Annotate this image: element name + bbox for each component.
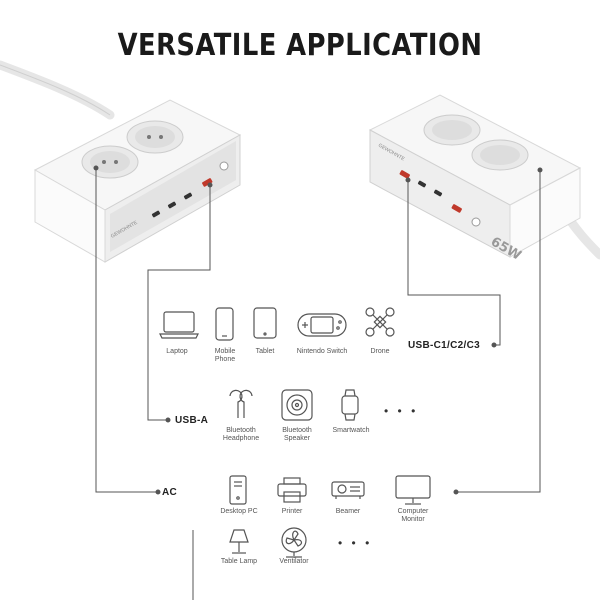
usba-group-label: USB-A xyxy=(175,415,209,426)
laptop-icon xyxy=(159,311,199,339)
beamer-icon xyxy=(331,481,365,499)
table-lamp-icon xyxy=(229,529,249,554)
ventilator-icon xyxy=(281,527,307,558)
ventilator-label: Ventilator xyxy=(279,558,309,565)
tablet-label: Tablet xyxy=(255,348,275,355)
computer-monitor-icon xyxy=(395,475,431,505)
nintendo-switch-icon xyxy=(297,313,347,337)
left-power-strip: GEWOHNTE xyxy=(0,60,242,263)
beamer-label: Beamer xyxy=(335,508,361,515)
laptop-label: Laptop xyxy=(166,348,188,355)
drone-label: Drone xyxy=(370,348,390,355)
desktop-pc-icon xyxy=(229,475,247,505)
usbc-group-label: USB-C1/C2/C3 xyxy=(408,340,480,351)
printer-icon xyxy=(277,477,307,503)
mobile-phone-label: Mobile Phone xyxy=(214,348,236,363)
connector-lines xyxy=(93,165,543,600)
tablet-icon xyxy=(253,307,277,339)
bluetooth-headphone-label: Bluetooth Headphone xyxy=(222,427,260,442)
mobile-phone-icon xyxy=(215,307,234,341)
ac-group-label: AC xyxy=(162,487,178,498)
usba-more-ellipsis: • • • xyxy=(384,404,419,418)
table-lamp-label: Table Lamp xyxy=(220,558,258,565)
bluetooth-speaker-icon xyxy=(281,389,313,421)
drone-icon xyxy=(365,307,395,337)
bluetooth-speaker-label: Bluetooth Speaker xyxy=(282,427,312,442)
desktop-pc-label: Desktop PC xyxy=(220,508,258,515)
page-title: VERSATILE APPLICATION xyxy=(117,28,483,63)
ac-more-ellipsis: • • • xyxy=(338,536,373,550)
nintendo-switch-label: Nintendo Switch xyxy=(296,348,348,355)
computer-monitor-label: Computer Monitor xyxy=(397,508,429,523)
smartwatch-icon xyxy=(341,389,359,421)
right-power-strip: GEWOHNTE 65W xyxy=(368,94,600,264)
smartwatch-label: Smartwatch xyxy=(332,427,370,434)
bluetooth-headphone-icon xyxy=(229,389,253,418)
printer-label: Printer xyxy=(281,508,303,515)
